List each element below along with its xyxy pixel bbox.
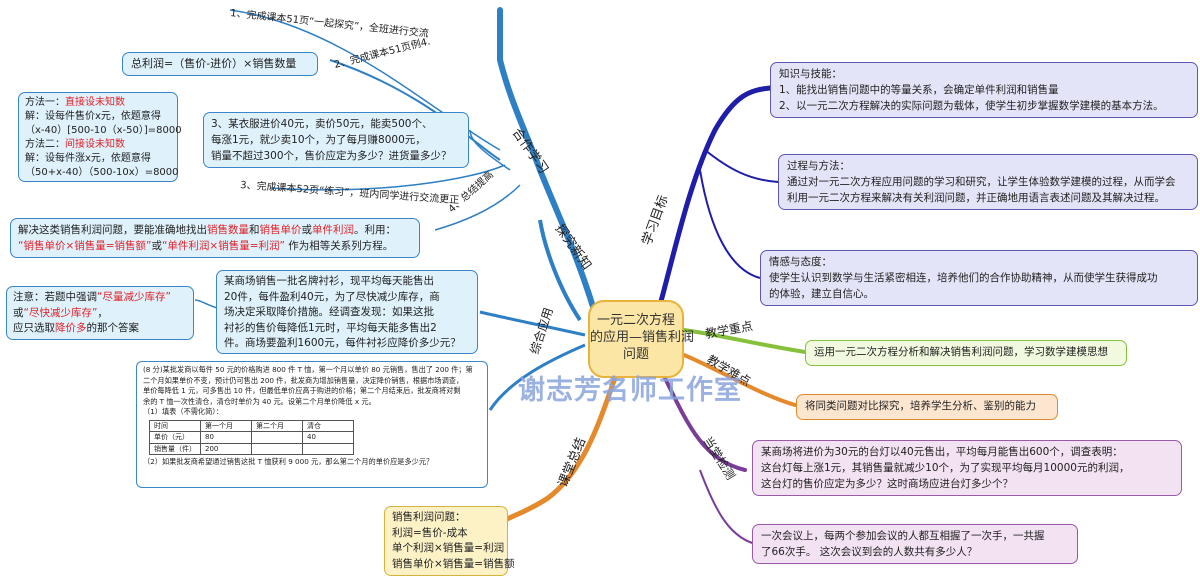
note-box: 注意：若题中强调“尽量减少库存” 或“尽快减少库存”， 应只选取降价多的那个答案 xyxy=(6,286,194,340)
table-row: 销售量（件） 200 xyxy=(149,442,354,455)
method2-line-2: （50+x-40）（500-10x）=8000 xyxy=(25,167,179,178)
branch-label-tanjiu: 探究新知 xyxy=(552,221,595,273)
problem3-box: 3、某衣服进价40元，卖价50元，能卖500个、 每涨1元，就少卖10个，为了每… xyxy=(203,112,469,168)
exam-problem-box: (8 分)某批发商以每件 50 元的价格购进 800 件 T 恤，第一个月以单价… xyxy=(136,361,488,488)
method1-title: 直接设未知数 xyxy=(65,97,125,108)
test1-box: 某商场将进价为30元的台灯以40元售出，平均每月能售出600个，调查表明： 这台… xyxy=(752,440,1182,496)
test2-box: 一次会议上，每两个参加会议的人都互相握了一次手，一共握 了66次手。 这次会议到… xyxy=(752,524,1078,564)
branch-label-mubiao: 学习目标 xyxy=(639,193,672,247)
key-point-box: 运用一元二次方程分析和解决销售利润问题，学习数学建模思想 xyxy=(805,340,1127,366)
center-topic: 一元二次方程 的应用—销售利润 问题 xyxy=(588,300,695,378)
formula-box: 总利润=（售价-进价）×销售数量 xyxy=(122,52,318,76)
sub-label-2: 2、完成课本51页例4. xyxy=(333,34,432,70)
branch-label-ketang: 课堂总结 xyxy=(556,436,589,490)
method1-line-1: 解：设每件售价x元，依题意得 xyxy=(25,111,161,122)
sub-label-1: 1、完成课本51页“一起探究”，全班进行交流 xyxy=(230,6,430,40)
goal-attitude-box: 情感与态度： 使学生认识到数学与生活紧密相连，培养他们的合作协助精神，从而使学生… xyxy=(760,250,1198,306)
summary-box: 解决这类销售利润问题，要能准确地找出销售数量和销售单价或单件利润。利用： “销售… xyxy=(10,218,420,258)
table-row: 单价（元） 80 40 xyxy=(149,431,354,444)
method2-line-1: 解：设每件涨x元，依题意得 xyxy=(25,153,151,164)
method2-title: 间接设未知数 xyxy=(65,139,125,150)
summary2-box: 销售利润问题： 利润=售价-成本 单个利润×销售量=利润 销售单价×销售量=销售… xyxy=(384,506,515,576)
method1-line-2: （x-40）[500-10（x-50）]=8000 xyxy=(25,125,182,136)
goal-process-box: 过程与方法： 通过对一元二次方程应用问题的学习和研究，让学生体验数学建模的过程，… xyxy=(778,154,1198,210)
branch-label-hezuo: 合作学习 xyxy=(509,125,552,177)
exam-table: 时间 第一个月 第二个月 清仓 单价（元） 80 40 销售量（件） 200 xyxy=(149,419,354,456)
method2-label: 方法二： xyxy=(25,139,65,150)
method1-label: 方法一： xyxy=(25,97,65,108)
watermark: 谢志芳名师工作室 xyxy=(518,375,742,406)
center-title-line-3: 问题 xyxy=(622,347,649,362)
difficulty-box: 将同类问题对比探究，培养学生分析、鉴别的能力 xyxy=(796,394,1058,420)
branch-label-jiance: 当堂检测 xyxy=(700,434,738,483)
sub-label-3: 3、完成课本52页“练习”，班内同学进行交流更正 xyxy=(240,178,460,206)
center-title-line-2: 的应用—销售利润 xyxy=(590,330,695,345)
table-row: 时间 第一个月 第二个月 清仓 xyxy=(149,419,354,432)
branch-label-zonghe: 综合应用 xyxy=(527,306,556,356)
center-title-line-1: 一元二次方程 xyxy=(596,313,675,328)
methods-box: 方法一：直接设未知数 解：设每件售价x元，依题意得 （x-40）[500-10（… xyxy=(18,92,182,182)
goal-knowledge-box: 知识与技能： 1、能找出销售问题中的等量关系，会确定单件利润和销售量 2、以一元… xyxy=(770,62,1198,118)
shirt-problem-box: 某商场销售一批名牌衬衫，现平均每天能售出 20件，每件盈利40元，为了尽快减少库… xyxy=(216,270,478,354)
